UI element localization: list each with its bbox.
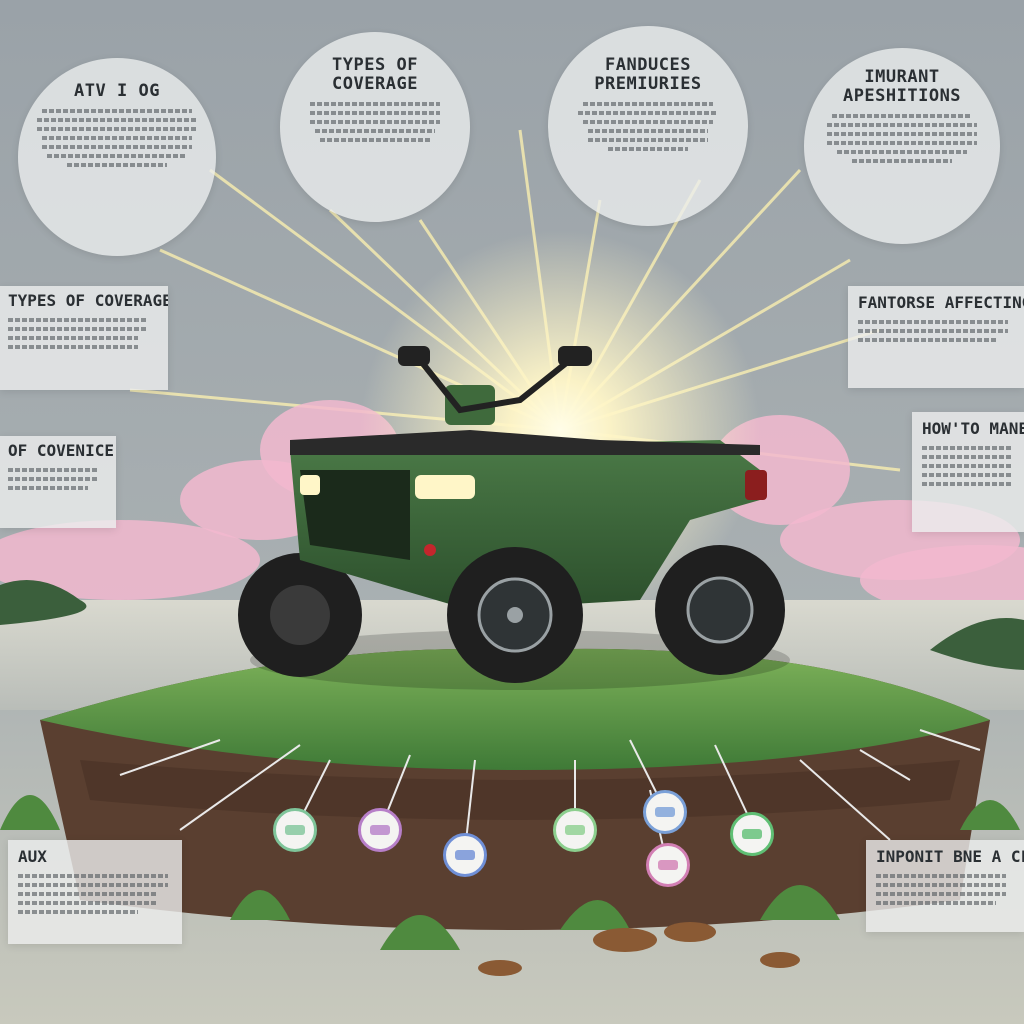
purple-coverage-icon bbox=[358, 808, 402, 852]
card-title: TYPES OF COVERAGE bbox=[8, 291, 168, 310]
info-card-coverage: OF COVENICE bbox=[0, 436, 116, 528]
bubble-title: IMURANT APESHITIONS bbox=[842, 67, 962, 106]
blue-document-icon bbox=[443, 833, 487, 877]
info-card-claim: INPONIT BNE A CLA bbox=[866, 840, 1024, 932]
rocks bbox=[478, 922, 800, 976]
info-card-types-coverage: TYPES OF COVERAGE bbox=[0, 286, 168, 390]
card-title: HOW'TO MANE bbox=[922, 419, 1024, 438]
left-shore bbox=[0, 580, 87, 625]
info-bubble-types-coverage: TYPES OF COVERAGE bbox=[280, 32, 470, 222]
info-bubble-exceptions: IMURANT APESHITIONS bbox=[804, 48, 1000, 244]
info-bubble-atv: ATV I OG bbox=[18, 58, 216, 256]
atv-vehicle bbox=[238, 346, 790, 690]
info-bubble-premiums: FANDUCES PREMIURIES bbox=[548, 26, 748, 226]
info-card-how-to: HOW'TO MANE bbox=[912, 412, 1024, 532]
pink-info-icon bbox=[646, 843, 690, 887]
green-coverage-icon bbox=[273, 808, 317, 852]
right-shore bbox=[930, 618, 1024, 670]
green-document-icon bbox=[553, 808, 597, 852]
green-check-icon bbox=[730, 812, 774, 856]
bubble-title: TYPES OF COVERAGE bbox=[332, 55, 418, 94]
info-card-factors: FANTORSE AFFECTING bbox=[848, 286, 1024, 388]
card-title: AUX bbox=[18, 847, 47, 866]
bubble-title: ATV I OG bbox=[74, 81, 160, 101]
foreground-plants bbox=[0, 795, 1020, 950]
card-title: FANTORSE AFFECTING bbox=[858, 293, 1024, 312]
blue-info-icon bbox=[643, 790, 687, 834]
bubble-title: FANDUCES PREMIURIES bbox=[594, 55, 702, 94]
info-card-aux: AUX bbox=[8, 840, 182, 944]
ground-island bbox=[40, 648, 990, 930]
card-title: OF COVENICE bbox=[8, 441, 114, 460]
card-title: INPONIT BNE A CLA bbox=[876, 847, 1024, 866]
